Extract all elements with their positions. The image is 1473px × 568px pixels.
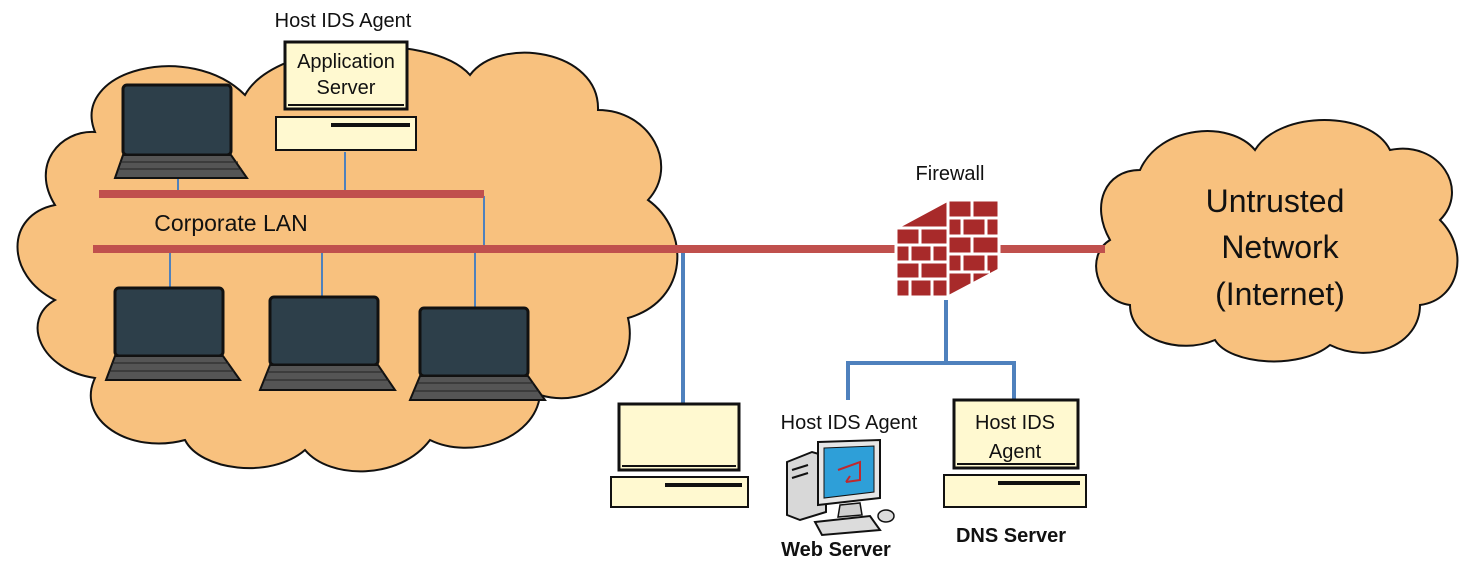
- web-server-icon: [786, 438, 895, 537]
- web-server-agent-label: Host IDS Agent: [781, 412, 918, 434]
- dns-agent-label-line1: Host IDS: [975, 412, 1055, 434]
- firewall-label: Firewall: [916, 163, 985, 185]
- dns-server-label: DNS Server: [956, 525, 1066, 547]
- application-server: Application Server: [275, 40, 417, 151]
- dns-agent-label-line2: Agent: [989, 441, 1042, 463]
- app-server-label-line2: Server: [317, 77, 376, 99]
- untrusted-label-line3: (Internet): [1215, 276, 1345, 312]
- web-server-label: Web Server: [781, 539, 891, 561]
- laptop-bottom-1: [104, 286, 242, 381]
- untrusted-label-line2: Network: [1221, 229, 1339, 265]
- untrusted-label-line1: Untrusted: [1206, 183, 1345, 219]
- app-server-agent-label: Host IDS Agent: [275, 10, 412, 32]
- blue-drop-lines: [169, 152, 485, 308]
- laptop-bottom-2: [258, 295, 397, 391]
- dmz-drop-lines: [681, 253, 1016, 404]
- lan-lines: [93, 190, 1105, 253]
- app-server-label-line1: Application: [297, 51, 395, 73]
- laptop-bottom-3: [408, 306, 547, 401]
- corporate-lan-label: Corporate LAN: [154, 210, 307, 236]
- firewall-icon: [894, 198, 1001, 299]
- dmz-computer: [610, 402, 749, 508]
- dns-server: Host IDS Agent: [943, 398, 1087, 508]
- laptop-top: [113, 83, 249, 179]
- internet-cloud: [1095, 119, 1459, 363]
